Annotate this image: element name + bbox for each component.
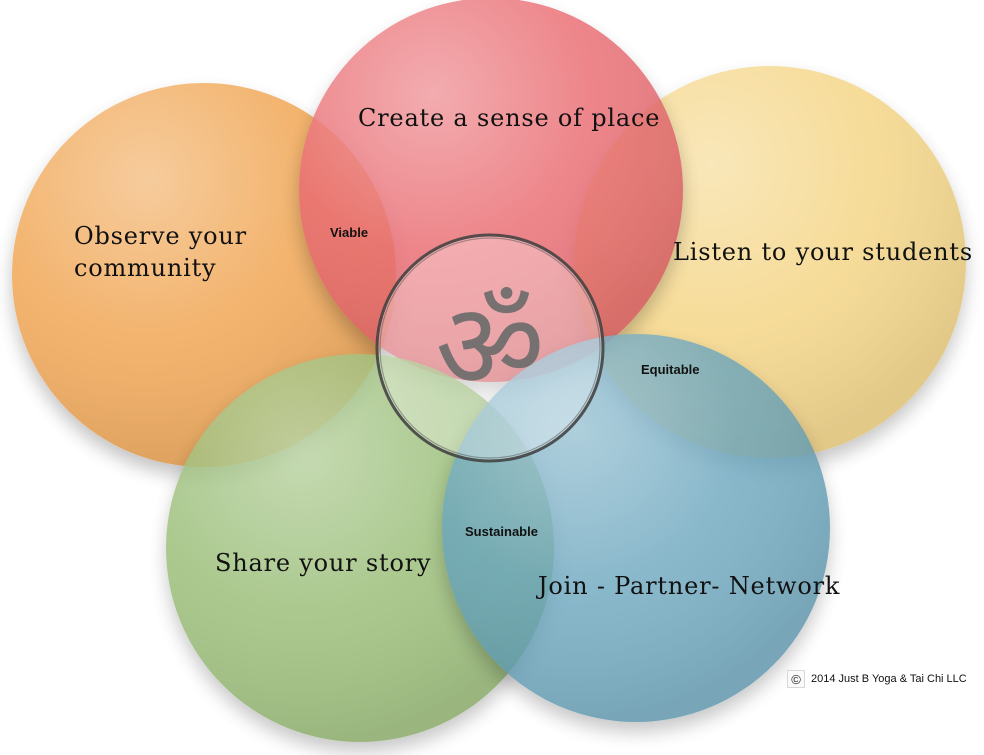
copyright-notice: © 2014 Just B Yoga & Tai Chi LLC xyxy=(787,670,967,688)
label-create: Create a sense of place xyxy=(358,104,661,132)
om-symbol-icon: ॐ xyxy=(435,277,545,417)
overlap-viable: Viable xyxy=(330,225,369,240)
label-listen: Listen to your students xyxy=(673,238,973,266)
circle-join xyxy=(442,334,830,722)
center-disc xyxy=(375,233,605,463)
label-observe: Observe your community xyxy=(74,222,247,282)
overlap-sustainable: Sustainable xyxy=(465,524,538,539)
label-join: Join - Partner- Network xyxy=(538,572,841,600)
copyright-icon: © xyxy=(787,670,805,688)
circle-share xyxy=(166,354,554,742)
label-share: Share your story xyxy=(215,549,432,577)
copyright-text: 2014 Just B Yoga & Tai Chi LLC xyxy=(811,673,967,685)
overlap-equitable: Equitable xyxy=(641,362,700,377)
